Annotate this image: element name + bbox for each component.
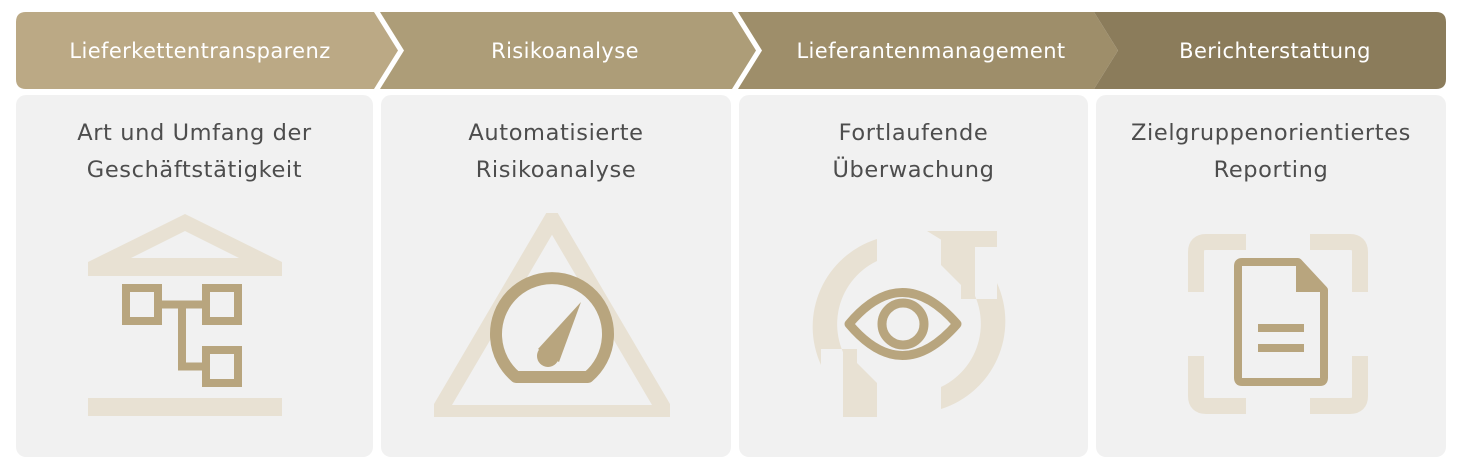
card-title: Art und Umfang der Geschäftstätigkeit <box>77 120 312 183</box>
building-org-chart-icon <box>88 214 282 416</box>
eye-refresh-icon <box>812 231 1006 417</box>
card-risk-analysis: Automatisierte Risikoanalyse <box>381 95 731 457</box>
step-label: Lieferantenmanagement <box>796 38 1066 63</box>
speedometer-triangle-icon <box>434 213 670 417</box>
step-header-2: Risikoanalyse <box>380 12 756 89</box>
card-business-scope: Art und Umfang der Geschäftstätigkeit <box>16 95 373 457</box>
chevron-shape <box>1094 12 1446 89</box>
step-label: Berichterstattung <box>1179 38 1371 63</box>
step-label: Lieferkettentransparenz <box>69 38 331 63</box>
step-label: Risikoanalyse <box>491 38 639 63</box>
step-header-4: Berichterstattung <box>1094 12 1446 89</box>
card-title: Automatisierte Risikoanalyse <box>468 120 644 183</box>
step-header-3: Lieferantenmanagement <box>738 12 1118 89</box>
step-header-1: Lieferkettentransparenz <box>16 12 398 89</box>
chevron-shape <box>738 12 1118 89</box>
card-monitoring: Fortlaufende Überwachung <box>739 95 1088 457</box>
document-scan-icon <box>1188 234 1368 414</box>
chevron-shape <box>16 12 398 89</box>
card-title: Zielgruppenorientiertes Reporting <box>1131 120 1411 183</box>
chevron-shape <box>380 12 756 89</box>
card-reporting: Zielgruppenorientiertes Reporting <box>1096 95 1446 457</box>
card-title: Fortlaufende Überwachung <box>832 120 995 183</box>
